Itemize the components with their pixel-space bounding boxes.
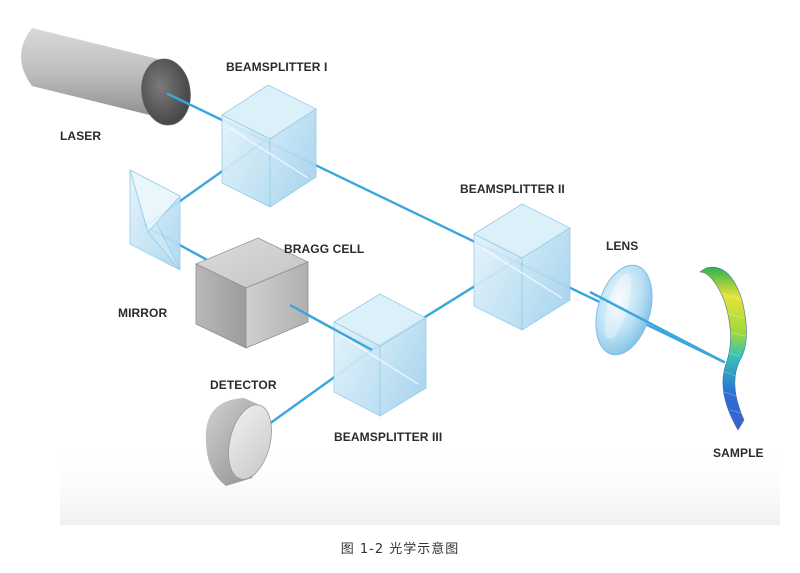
sample — [699, 266, 747, 431]
label-beamsplitter-2: BEAMSPLITTER II — [460, 182, 565, 196]
beam-bragg-exit — [289, 303, 373, 352]
beamsplitter-1 — [221, 84, 317, 208]
label-beamsplitter-3: BEAMSPLITTER III — [334, 430, 443, 444]
floor-shadow — [60, 440, 780, 525]
label-mirror: MIRROR — [118, 306, 168, 320]
beamsplitter-2 — [473, 203, 571, 331]
mirror — [129, 169, 181, 271]
label-bragg-cell: BRAGG CELL — [284, 242, 365, 256]
label-laser: LASER — [60, 129, 102, 143]
laser — [21, 28, 191, 126]
label-detector: DETECTOR — [210, 378, 277, 392]
figure-caption: 图 1-2 光学示意图 — [340, 542, 460, 557]
bragg-cell — [195, 237, 309, 349]
label-lens: LENS — [606, 239, 639, 253]
label-beamsplitter-1: BEAMSPLITTER I — [226, 60, 328, 74]
detector — [205, 398, 272, 486]
beamsplitter-3 — [333, 293, 427, 417]
beam-to-sample — [589, 290, 725, 364]
label-sample: SAMPLE — [713, 446, 764, 460]
